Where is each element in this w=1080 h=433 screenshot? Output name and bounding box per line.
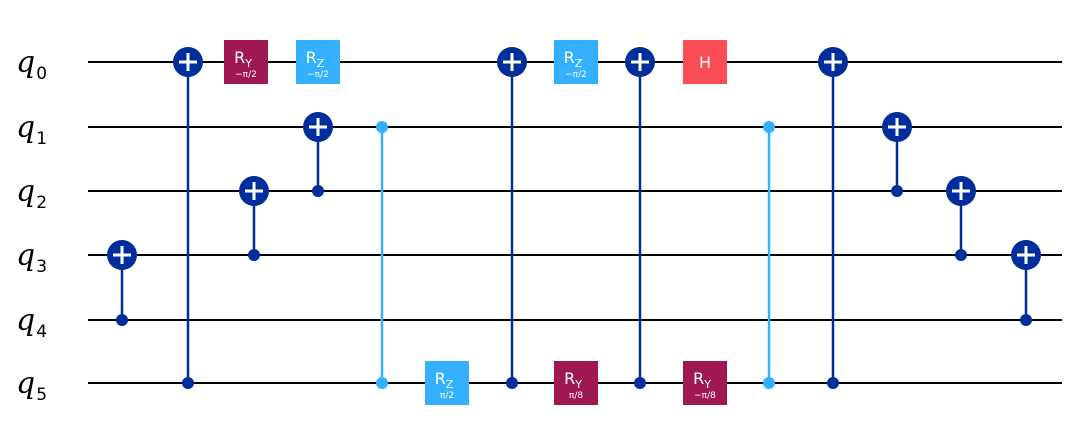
gate-name: R — [564, 369, 575, 388]
gate-axis: Z — [575, 57, 583, 70]
qubit-label-index: 1 — [36, 129, 47, 149]
cx-gate — [303, 112, 333, 197]
qubit-label-1: q1 — [16, 110, 47, 149]
cz-dot — [763, 121, 775, 133]
h-gate-box — [683, 40, 727, 84]
gate-parameter: π/8 — [569, 391, 583, 401]
gate-label: RY — [693, 369, 711, 391]
cnot-control-dot — [116, 314, 128, 326]
cx-gate — [625, 47, 655, 389]
qubit-label-0: q0 — [16, 45, 47, 84]
gate-name: R — [306, 48, 317, 67]
gate-label: RY — [564, 369, 582, 391]
cx-gate — [239, 176, 269, 261]
qubit-label-index: 4 — [36, 322, 47, 342]
rz-gate: RZ−π/2 — [554, 40, 598, 84]
cx-gate — [1011, 240, 1041, 326]
rz-gate-box — [296, 40, 340, 84]
cnot-control-dot — [827, 377, 839, 389]
qubit-label-3: q3 — [16, 238, 47, 277]
ry-gate: RYπ/8 — [554, 361, 598, 405]
rz-gate: RZπ/2 — [425, 361, 469, 405]
qubit-label-letter: q — [16, 45, 35, 80]
cz-dot — [763, 377, 775, 389]
qubit-label-letter: q — [16, 110, 35, 145]
gate-label: RZ — [435, 369, 454, 391]
cz-gate — [763, 121, 775, 389]
cnot-control-dot — [248, 249, 260, 261]
gate-label: RY — [234, 48, 252, 70]
gate-parameter: −π/2 — [235, 70, 257, 80]
gate-name: R — [234, 48, 245, 67]
h-gate: H — [683, 40, 727, 84]
qubit-label-letter: q — [16, 174, 35, 209]
cnot-control-dot — [634, 377, 646, 389]
gate-parameter: −π/8 — [694, 391, 716, 401]
ry-gate-box — [224, 40, 268, 84]
cx-gate — [497, 47, 527, 389]
cnot-control-dot — [1020, 314, 1032, 326]
qubit-label-letter: q — [16, 238, 35, 273]
cz-gate — [376, 121, 388, 389]
cx-gate — [946, 176, 976, 261]
rz-gate-box — [554, 40, 598, 84]
qubit-wires — [88, 61, 1062, 384]
gate-name: R — [693, 369, 704, 388]
qubit-label-2: q2 — [16, 174, 47, 213]
cnot-control-dot — [955, 249, 967, 261]
qubit-label-index: 0 — [36, 64, 47, 84]
rz-gate-box — [425, 361, 469, 405]
cx-gate — [107, 240, 137, 326]
gate-parameter: π/2 — [440, 391, 454, 401]
qubit-label-letter: q — [16, 303, 35, 338]
cx-gate — [818, 47, 848, 389]
cnot-control-dot — [312, 185, 324, 197]
qubit-label-letter: q — [16, 366, 35, 401]
cx-gate — [882, 112, 912, 197]
ry-gate-box — [554, 361, 598, 405]
cnot-control-dot — [891, 185, 903, 197]
gate-axis: Z — [317, 57, 325, 70]
cz-dot — [376, 377, 388, 389]
cnot-control-dot — [182, 377, 194, 389]
gate-axis: Y — [244, 57, 252, 70]
gate-axis: Y — [574, 378, 582, 391]
cz-dot — [376, 121, 388, 133]
rz-gate: RZ−π/2 — [296, 40, 340, 84]
gate-axis: Z — [446, 378, 454, 391]
qubit-label-index: 3 — [36, 257, 47, 277]
cx-gate — [173, 47, 203, 389]
gate-label: RZ — [306, 48, 325, 70]
qubit-label-4: q4 — [16, 303, 47, 342]
qubit-label-index: 5 — [36, 385, 47, 405]
gate-label: RZ — [564, 48, 583, 70]
gate-name: R — [564, 48, 575, 67]
gate-parameter: −π/2 — [565, 70, 587, 80]
ry-gate-box — [683, 361, 727, 405]
gate-parameter: −π/2 — [307, 70, 329, 80]
qubit-label-index: 2 — [36, 193, 47, 213]
gate-label: H — [699, 53, 711, 72]
qubit-label-5: q5 — [16, 366, 47, 405]
ry-gate: RY−π/2 — [224, 40, 268, 84]
ry-gate: RY−π/8 — [683, 361, 727, 405]
gate-name: R — [435, 369, 446, 388]
cnot-control-dot — [506, 377, 518, 389]
gate-axis: Y — [703, 378, 711, 391]
